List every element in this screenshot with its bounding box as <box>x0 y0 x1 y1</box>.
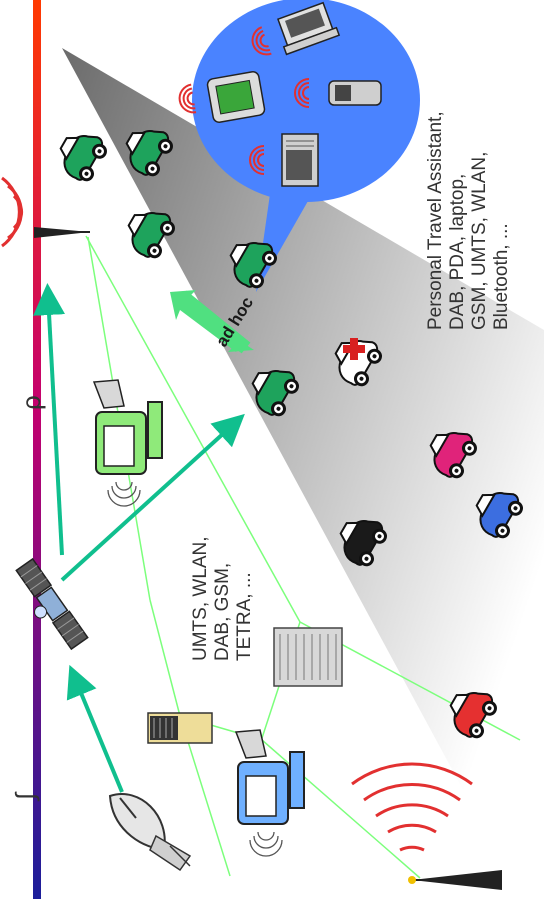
top-left-glyph: ρ <box>16 395 47 410</box>
desktop-computer-icon-green <box>94 380 162 506</box>
radio-tower-icon-top <box>2 178 90 246</box>
devices-line-1: Personal Travel Assistant, <box>425 111 447 330</box>
networks-line-3: TETRA, ... <box>234 572 256 661</box>
devices-line-3: GSM, UMTS, WLAN, <box>469 152 491 330</box>
networks-line-2: DAB, GSM, <box>212 563 234 661</box>
devices-line-4: Bluetooth, ... <box>491 223 513 330</box>
network-rack-icon <box>274 628 342 686</box>
satellite-icon <box>8 559 88 655</box>
devices-line-2: DAB, PDA, laptop, <box>447 174 469 330</box>
car-icon-1 <box>51 124 110 185</box>
bottom-left-glyph: ∫ <box>10 793 41 800</box>
gradient-side-bar <box>33 0 41 899</box>
server-icon <box>148 713 212 743</box>
networks-line-1: UMTS, WLAN, <box>190 536 212 661</box>
satellite-dish-icon <box>110 794 190 870</box>
desktop-computer-icon-blue <box>236 730 304 856</box>
